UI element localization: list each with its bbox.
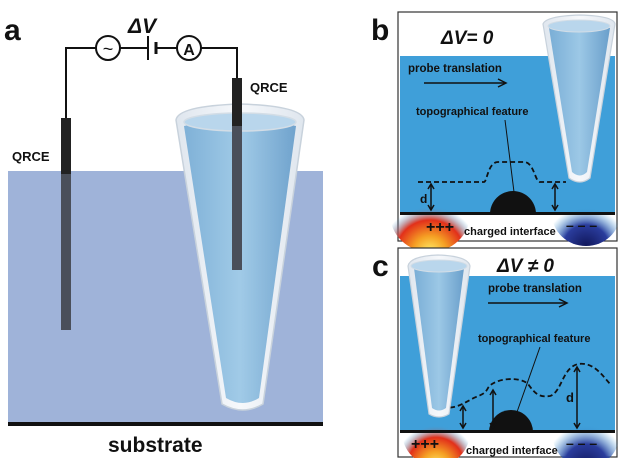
circuit-wire-left: [65, 47, 96, 118]
panel-c-positive-charges: +++: [411, 436, 439, 453]
panel-c-positive-hotspot: [402, 398, 470, 458]
panel-c-distance-arrow-mid: [489, 388, 497, 430]
voltage-label: ΔV: [127, 15, 158, 38]
panel-b-condition: ΔV= 0: [440, 28, 494, 49]
panel-b-distance-arrow-left: [427, 182, 435, 212]
panel-b-feature-pointer: [504, 119, 515, 193]
panel-b-pipette-solution: [549, 24, 610, 176]
panel-a-letter: a: [4, 14, 21, 47]
panel-b-interface-label: charged interface: [464, 226, 556, 238]
panel-c-interface-label: charged interface: [466, 445, 558, 457]
left-qrce-electrode-immersed: [61, 174, 71, 330]
panel-c-feature-pointer: [516, 346, 541, 413]
panel-c-pipette-solution: [414, 265, 464, 411]
panel-b-pipette-opening: [547, 19, 611, 33]
panel-b: b d ΔV= 0 probe translation: [371, 11, 619, 252]
panel-b-topographical-feature: [490, 191, 536, 214]
substrate-label: substrate: [108, 434, 203, 457]
left-qrce-label: QRCE: [12, 149, 50, 164]
panel-c-feature-label: topographical feature: [478, 333, 590, 345]
left-qrce-electrode-top: [61, 118, 71, 174]
panel-b-translation-arrowhead: [497, 78, 508, 88]
right-qrce-electrode-immersed: [232, 126, 242, 270]
panel-b-negative-charges: – – –: [566, 217, 597, 233]
panel-b-distance-arrow-right: [551, 182, 559, 212]
panel-b-positive-charges: +++: [426, 219, 454, 236]
panel-c-condition: ΔV ≠ 0: [496, 256, 554, 277]
ac-source-icon: [95, 35, 121, 61]
panel-c: c d ΔV ≠: [372, 247, 619, 458]
panel-b-letter: b: [371, 14, 389, 47]
panel-c-translation-label: probe translation: [488, 283, 582, 295]
right-qrce-electrode-top: [232, 78, 242, 126]
panel-c-distance-arrow-right: [573, 365, 581, 430]
circuit-wire-right: [201, 47, 238, 78]
right-qrce-label: QRCE: [250, 80, 288, 95]
panel-c-topographical-feature: [489, 410, 533, 432]
panel-c-negative-charges: – – –: [566, 435, 597, 451]
ac-source-symbol: ~: [103, 39, 114, 59]
panel-b-translation-label: probe translation: [408, 63, 502, 75]
panel-a: a substrate ~ ΔV A QRCE QRCE: [4, 14, 323, 457]
ammeter-icon: [176, 35, 202, 61]
panel-b-probe-trajectory: [418, 161, 566, 183]
panel-b-feature-label: topographical feature: [416, 106, 528, 118]
panel-c-distance-arrow-left: [459, 404, 467, 430]
panel-b-distance-label: d: [420, 192, 427, 206]
panel-c-distance-label: d: [566, 390, 574, 405]
ammeter-symbol: A: [183, 42, 195, 59]
panel-c-negative-hotspot: [552, 396, 619, 458]
panel-c-pipette-opening: [410, 259, 468, 273]
panel-c-letter: c: [372, 250, 389, 283]
substrate-line: [8, 422, 323, 426]
panel-c-translation-arrowhead: [558, 298, 569, 308]
